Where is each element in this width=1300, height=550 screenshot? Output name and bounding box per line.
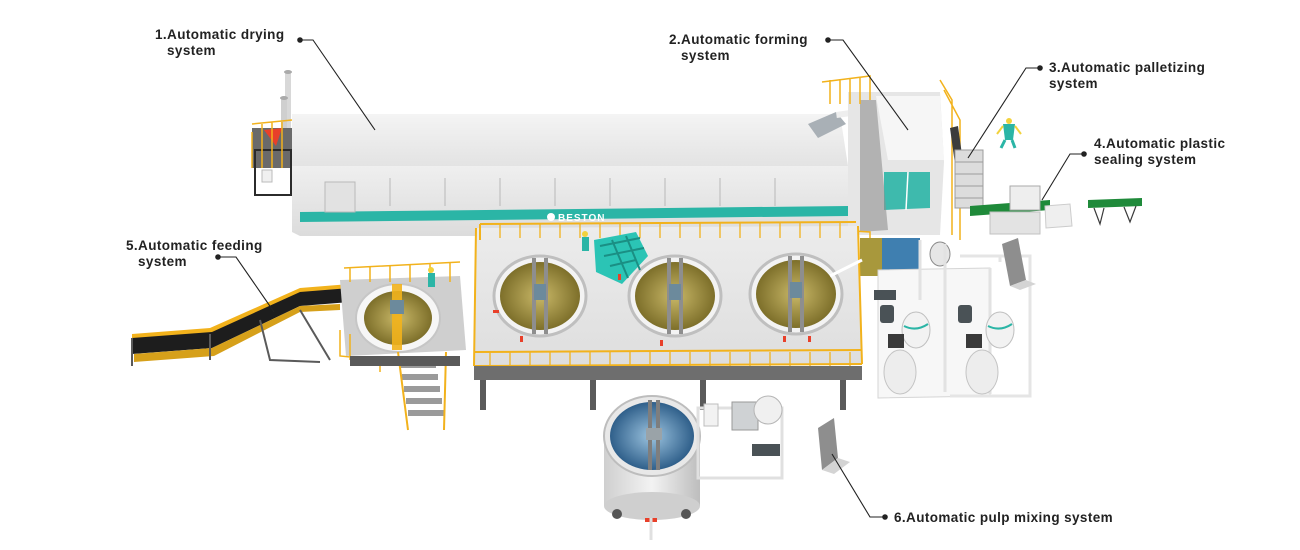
teal-mold-frame — [594, 232, 648, 284]
callout-drying-system: 1.Automatic drying system — [155, 27, 284, 59]
pulp-tank-3 — [748, 252, 863, 336]
callout-feeding-line1: 5.Automatic feeding — [126, 238, 263, 253]
callout-forming-line2: system — [681, 48, 730, 63]
callout-drying-line1: 1.Automatic drying — [155, 27, 285, 42]
palletizing-system — [950, 118, 1022, 209]
leader-dots — [215, 37, 1087, 520]
worker-figure — [996, 118, 1022, 149]
callout-palletizing-line2: system — [1049, 76, 1098, 91]
pulp-tank-1 — [492, 254, 588, 338]
callout-plastic-sealing-system: 4.Automatic plastic sealing system — [1094, 136, 1225, 168]
plastic-sealing-system — [970, 185, 1142, 235]
callout-feeding-line2: system — [138, 254, 187, 269]
callout-drying-line2: system — [167, 43, 216, 58]
callout-sealing-line2: sealing system — [1094, 152, 1197, 167]
vacuum-pump-system — [874, 238, 1036, 399]
brand-logo: BESTON — [558, 213, 606, 224]
callout-palletizing-line1: 3.Automatic palletizing — [1049, 60, 1206, 75]
callout-palletizing-system: 3.Automatic palletizing system — [1049, 60, 1205, 92]
drying-system: BESTON — [251, 70, 887, 236]
callout-feeding-system: 5.Automatic feeding system — [126, 238, 263, 270]
callout-forming-system: 2.Automatic forming system — [669, 32, 808, 64]
callout-sealing-line1: 4.Automatic plastic — [1094, 136, 1226, 151]
callout-mixing-line1: 6.Automatic pulp mixing system — [894, 510, 1114, 525]
leader-lines — [218, 39, 1084, 518]
pulp-tank-platform — [473, 221, 863, 410]
callout-forming-line1: 2.Automatic forming — [669, 32, 808, 47]
callout-pulp-mixing-system: 6.Automatic pulp mixing system — [894, 510, 1113, 526]
pulp-mixing-system — [603, 395, 850, 540]
pulp-tank-2 — [627, 254, 723, 338]
feeding-system — [131, 261, 466, 431]
